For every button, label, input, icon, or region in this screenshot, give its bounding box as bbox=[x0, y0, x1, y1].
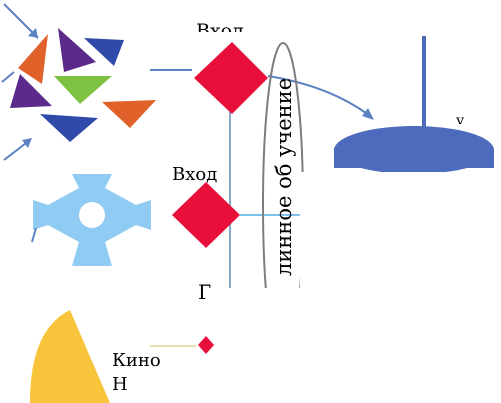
letter-y: у bbox=[456, 114, 465, 124]
blank-region bbox=[300, 172, 501, 403]
quarter-circle-icon bbox=[30, 310, 110, 403]
diamond-icon-bottom-visible bbox=[198, 336, 214, 354]
disk-base bbox=[334, 148, 494, 168]
disk-stem bbox=[422, 36, 426, 134]
disk-icon bbox=[334, 36, 494, 174]
blank-top-right bbox=[270, 0, 410, 30]
orange-triangle-top bbox=[18, 34, 48, 84]
arrow-diamond-to-disk bbox=[267, 75, 371, 117]
bottom-label-line2: Н bbox=[112, 374, 128, 395]
purple-triangle-left bbox=[10, 74, 52, 108]
bottom-label-line1: Кино bbox=[112, 350, 161, 371]
gear-icon bbox=[33, 174, 151, 266]
entry-label-top: Вход bbox=[196, 20, 244, 32]
triangle-mosaic-icon bbox=[10, 28, 156, 142]
arrowhead-mosaic-top bbox=[28, 28, 38, 38]
diamond-icon-middle bbox=[172, 182, 240, 248]
arrowhead-disk bbox=[362, 108, 374, 120]
letter-g: Г bbox=[198, 280, 212, 304]
arrow-mosaic-in-left bbox=[1, 71, 15, 83]
entry-label-middle: Вход bbox=[172, 164, 218, 185]
arrowhead-mosaic-bottom bbox=[22, 138, 32, 148]
green-triangle bbox=[54, 76, 112, 104]
arrow-gear-left bbox=[31, 227, 37, 243]
diamond-icon-top bbox=[194, 42, 268, 114]
orange-triangle-right bbox=[102, 100, 156, 128]
vertical-caption: линное об учение bbox=[272, 77, 296, 276]
navy-triangle-bottom bbox=[40, 114, 98, 142]
navy-triangle-top bbox=[84, 38, 124, 66]
purple-triangle-top bbox=[58, 28, 96, 72]
